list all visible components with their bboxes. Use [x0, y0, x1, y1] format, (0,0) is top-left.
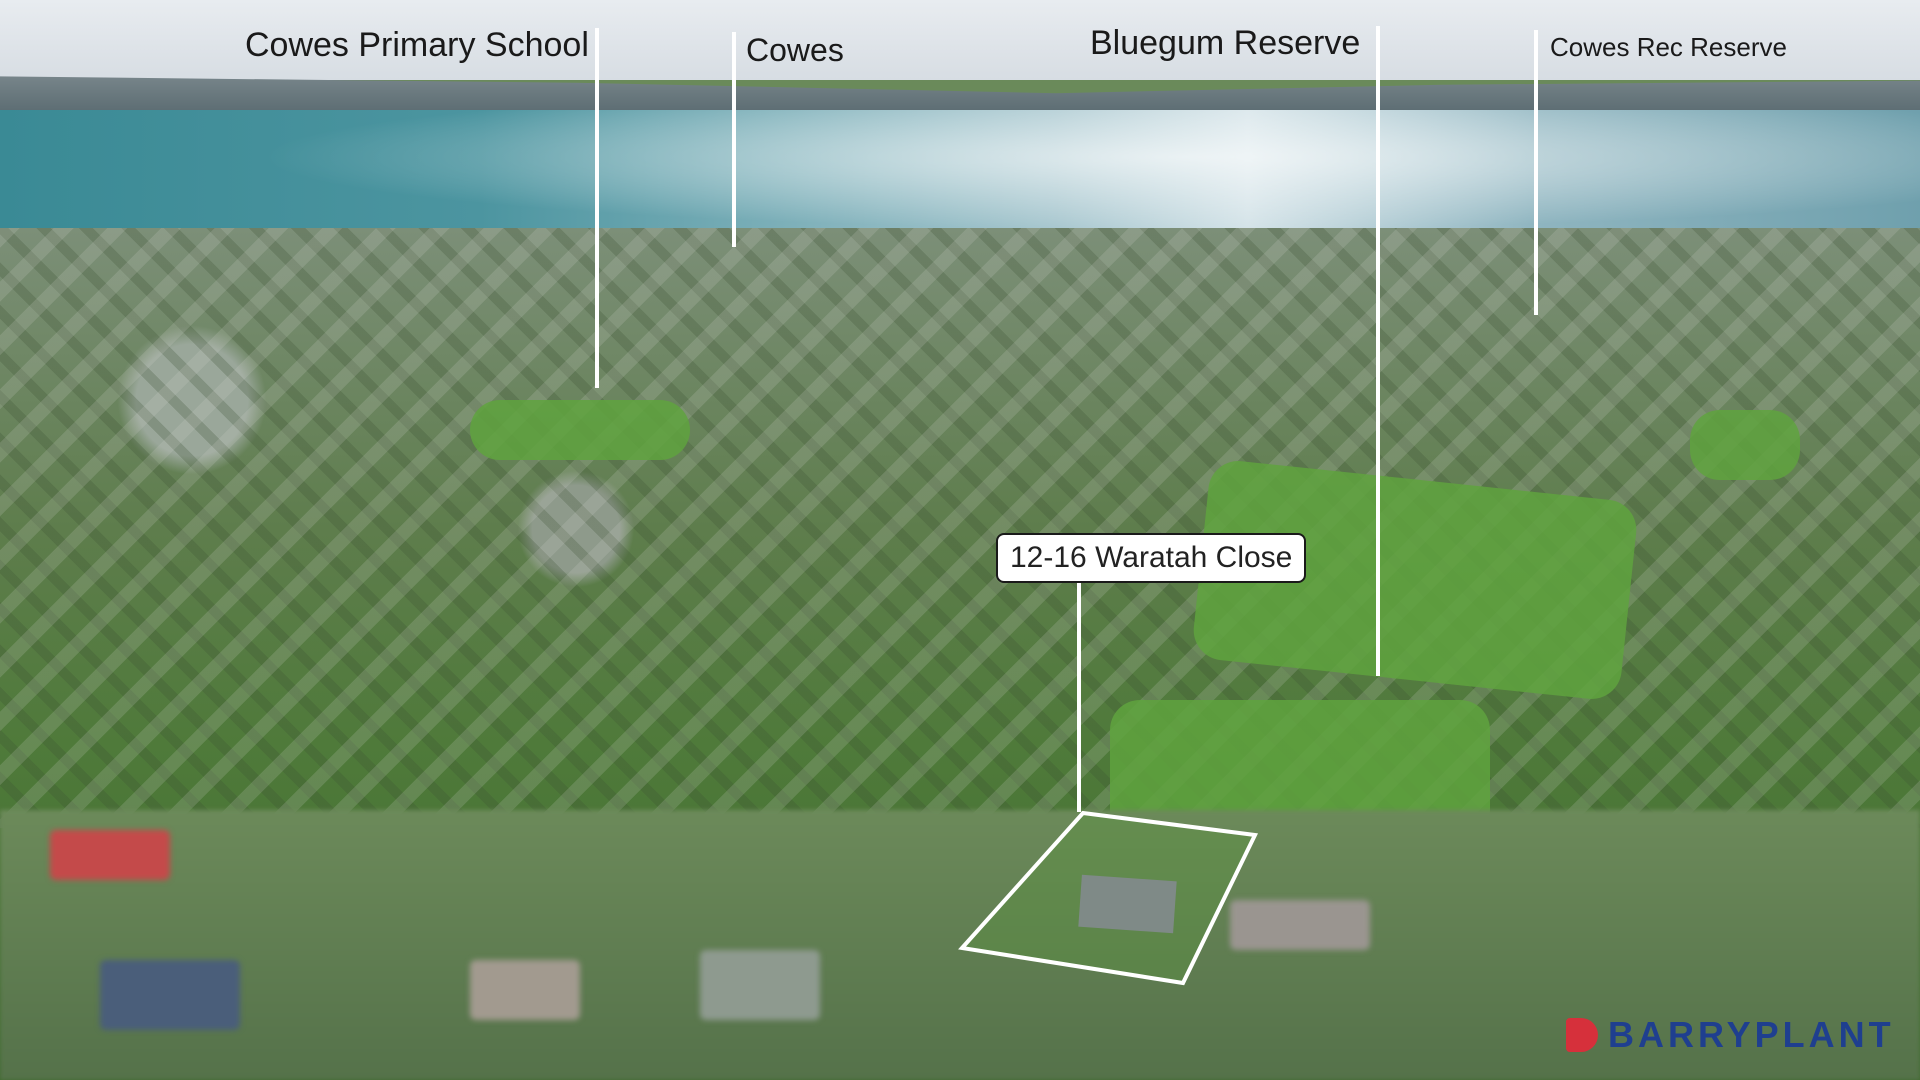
blurred-roof: [50, 830, 170, 880]
logo-mark-icon: [1566, 1018, 1598, 1052]
school-pointer: [595, 28, 599, 388]
reserve-label: Bluegum Reserve: [1090, 24, 1361, 62]
property-pointer: [1077, 577, 1081, 812]
blurred-foreground: [0, 810, 1920, 1080]
blurred-roof: [470, 960, 580, 1020]
sky: [0, 0, 1920, 80]
rec-reserve-field: [1690, 410, 1800, 480]
sea-glare: [0, 95, 1920, 250]
reserve-pointer: [1376, 26, 1380, 676]
school-oval: [470, 400, 690, 460]
town-label: Cowes: [746, 32, 844, 68]
blurred-roof: [700, 950, 820, 1020]
blurred-roof: [1230, 900, 1370, 950]
rec-reserve-label: Cowes Rec Reserve: [1550, 32, 1787, 62]
town-pointer: [732, 32, 736, 247]
brand-logo: BARRYPLANT: [1566, 1014, 1895, 1056]
rec-reserve-pointer: [1534, 30, 1538, 315]
property-address-label: 12-16 Waratah Close: [996, 533, 1307, 583]
logo-text: BARRYPLANT: [1608, 1014, 1895, 1055]
property-house: [1078, 874, 1177, 934]
school-label: Cowes Primary School: [245, 26, 589, 64]
blurred-roof: [100, 960, 240, 1030]
